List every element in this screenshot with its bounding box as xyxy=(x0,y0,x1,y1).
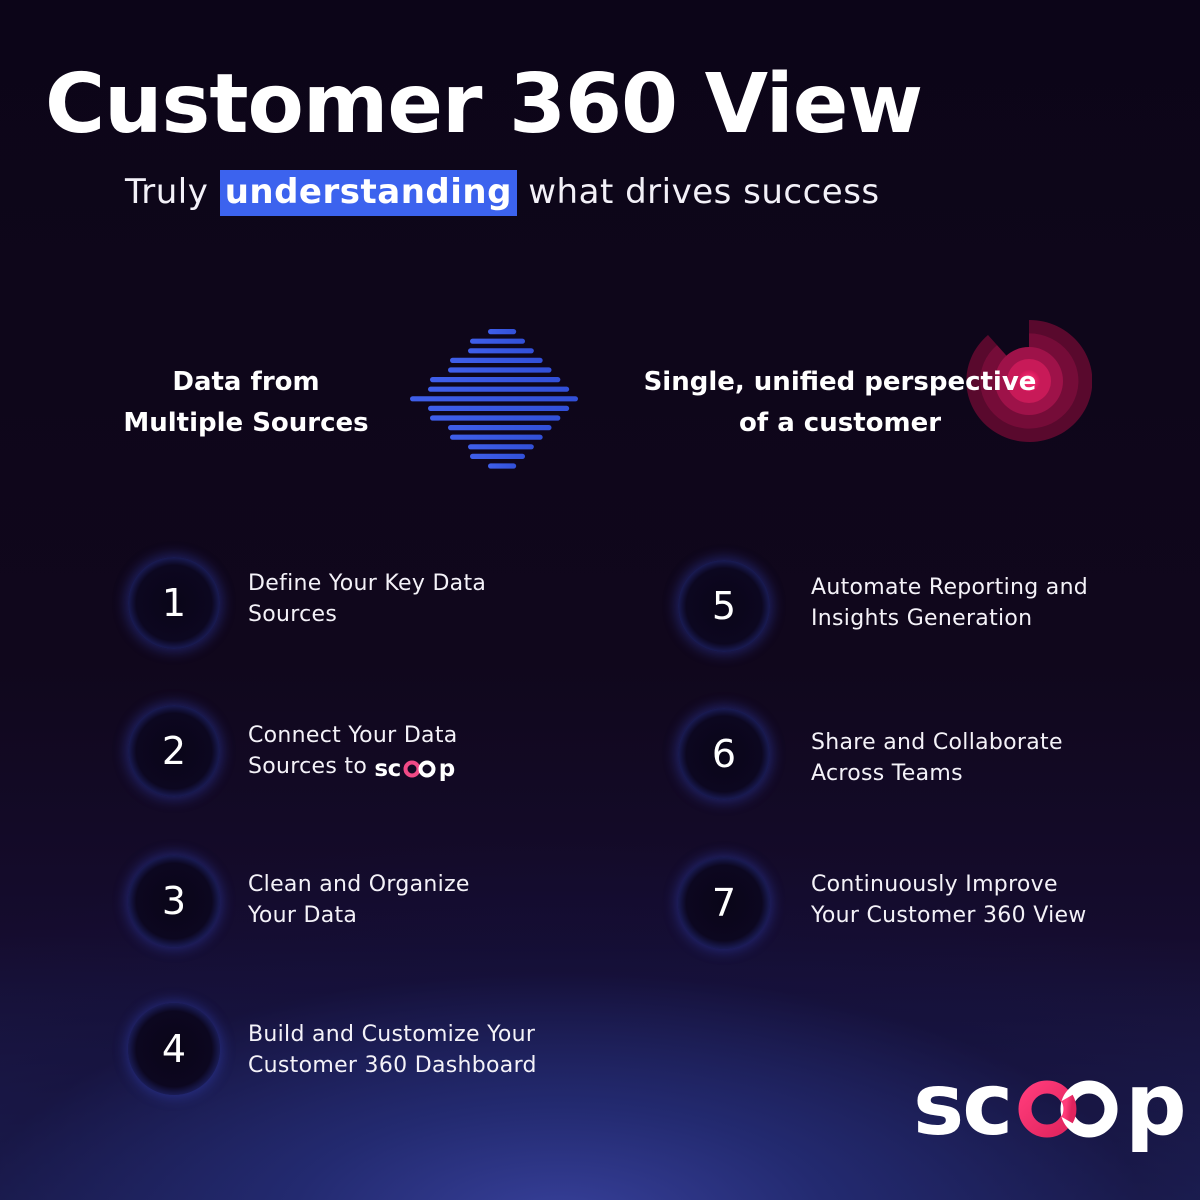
arrow-bar xyxy=(450,434,543,440)
step-6-text: Share and Collaborate Across Teams xyxy=(811,727,1063,789)
arrow-bar xyxy=(450,357,543,363)
step-2-circle: 2 xyxy=(128,705,220,797)
arrow-bar xyxy=(488,463,517,469)
step-1-line2: Sources xyxy=(248,602,338,627)
arrow-bar xyxy=(468,444,534,450)
step-3-number: 3 xyxy=(161,879,187,923)
step-2-text: Connect Your Data Sources to sc p xyxy=(248,720,458,785)
scoop-logo: sc p xyxy=(913,1060,1187,1150)
arrow-bar xyxy=(488,329,517,335)
step-6-line1: Share and Collaborate xyxy=(811,730,1063,755)
infinity-icon xyxy=(403,760,436,778)
target-icon xyxy=(966,320,1092,442)
step-6-line2: Across Teams xyxy=(811,761,963,786)
step-7-circle: 7 xyxy=(678,857,770,949)
step-5-circle: 5 xyxy=(678,560,770,652)
step-1-circle: 1 xyxy=(128,557,220,649)
unified-perspective-line1: Single, unified perspective xyxy=(643,367,1037,397)
unified-perspective-line2: of a customer xyxy=(738,408,942,438)
step-5-line2: Insights Generation xyxy=(811,606,1033,631)
step-1-number: 1 xyxy=(161,581,187,625)
step-6-number: 6 xyxy=(711,732,737,776)
step-6-circle: 6 xyxy=(678,708,770,800)
step-3-circle: 3 xyxy=(128,855,220,947)
unified-perspective-label: Single, unified perspective of a custome… xyxy=(618,362,1062,444)
step-4-circle: 4 xyxy=(128,1003,220,1095)
step-7-line1: Continuously Improve xyxy=(811,872,1058,897)
arrow-bar xyxy=(470,338,526,344)
step-4-text: Build and Customize Your Customer 360 Da… xyxy=(248,1019,537,1081)
step-2-number: 2 xyxy=(161,729,187,773)
step-5-number: 5 xyxy=(711,584,737,628)
arrow-bar xyxy=(468,348,534,354)
step-1-text: Define Your Key Data Sources xyxy=(248,568,486,630)
step-5-text: Automate Reporting and Insights Generati… xyxy=(811,572,1088,634)
scoop-logo-left: sc xyxy=(913,1055,1013,1155)
subtitle-text-start: Truly xyxy=(125,172,209,212)
step-4-line1: Build and Customize Your xyxy=(248,1022,536,1047)
data-sources-label-line1: Data from xyxy=(172,367,320,397)
arrow-bar xyxy=(448,367,552,373)
subtitle: Truly understanding what drives success xyxy=(125,170,880,216)
scoop-infinity-icon xyxy=(1018,1080,1118,1138)
step-4-number: 4 xyxy=(161,1027,187,1071)
arrow-bar xyxy=(428,405,570,411)
subtitle-text-end: what drives success xyxy=(528,172,880,212)
subtitle-highlight: understanding xyxy=(219,170,517,216)
step-4-line2: Customer 360 Dashboard xyxy=(248,1053,537,1078)
step-2-line2-text: Sources to xyxy=(248,754,368,779)
step-3-line2: Your Data xyxy=(248,903,358,928)
step-7-text: Continuously Improve Your Customer 360 V… xyxy=(811,869,1087,931)
page-title: Customer 360 View xyxy=(45,57,923,152)
inline-scoop-logo: sc p xyxy=(374,756,455,782)
arrow-bar xyxy=(448,425,552,431)
arrow-bar xyxy=(430,377,561,383)
data-sources-label: Data from Multiple Sources xyxy=(100,362,392,444)
step-3-line1: Clean and Organize xyxy=(248,872,470,897)
scoop-logo-right: p xyxy=(1125,1055,1187,1155)
step-5-line1: Automate Reporting and xyxy=(811,575,1089,600)
step-7-number: 7 xyxy=(711,881,737,925)
arrow-bar xyxy=(430,415,561,421)
step-3-text: Clean and Organize Your Data xyxy=(248,869,470,931)
step-1-line1: Define Your Key Data xyxy=(248,571,487,596)
arrow-bar xyxy=(428,386,570,392)
arrow-lines-icon xyxy=(410,329,578,469)
step-7-line2: Your Customer 360 View xyxy=(811,903,1087,928)
step-2-line1: Connect Your Data xyxy=(248,723,458,748)
arrow-bar xyxy=(470,453,526,459)
arrow-bar xyxy=(410,396,578,402)
step-2-line2: Sources to sc p xyxy=(248,751,458,785)
data-sources-label-line2: Multiple Sources xyxy=(123,408,369,438)
